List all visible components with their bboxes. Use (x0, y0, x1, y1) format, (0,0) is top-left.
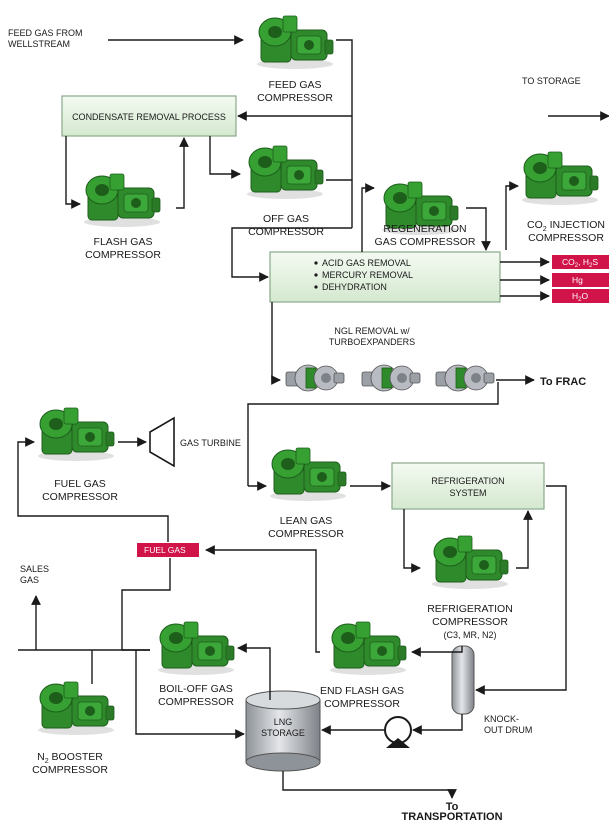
flash-gas-compressor-icon (83, 173, 161, 228)
hg-tag: Hg (552, 273, 609, 287)
lng-storage-label: LNG (274, 717, 293, 727)
flash-gas-compressor-label: FLASH GAS (94, 236, 153, 248)
to-knockout-drum-line (475, 485, 567, 695)
off-gas-discharge-line (326, 179, 353, 228)
off-gas-compressor-icon (246, 145, 324, 200)
n2-booster-compressor-icon (37, 681, 115, 736)
sales-gas-label-2: GAS (20, 575, 39, 585)
knockout-drum-label: KNOCK- (484, 714, 519, 724)
to-transportation-label-2: TRANSPORTATION (401, 811, 502, 822)
to-co2-injection-line (505, 181, 519, 250)
flash-gas-return-line (176, 137, 189, 209)
drum-to-pump-line (412, 714, 463, 735)
feed-gas-compressor-label: FEED GAS (268, 79, 321, 91)
condensate-to-flash-line (65, 136, 81, 209)
lean-gas-compressor-icon (269, 447, 347, 502)
fuel-gas-compressor-label: FUEL GAS (54, 478, 106, 490)
regeneration-return-line (466, 207, 491, 251)
boil-off-gas-compressor-label: BOIL-OFF GAS (159, 683, 233, 695)
refrigeration-compressor-label: REFRIGERATION (427, 603, 513, 615)
refrigeration-compressor-icon (431, 535, 509, 590)
h2o-tag: H2O (552, 289, 609, 303)
co2-injection-compressor-icon (521, 151, 599, 206)
feed-gas-from-wellstream-label: FEED GAS FROM (8, 28, 83, 38)
boil-off-line (237, 643, 271, 700)
turboexpander-1-icon (285, 364, 345, 392)
n2-booster-compressor-label-2: COMPRESSOR (32, 764, 108, 776)
end-flash-gas-compressor-label-2: COMPRESSOR (324, 698, 400, 710)
lng-pump-icon (384, 716, 412, 748)
sales-gas-label: SALES (20, 564, 49, 574)
flash-gas-compressor-label-2: COMPRESSOR (85, 249, 161, 261)
refrigerant-to-compressor-line (403, 509, 421, 573)
fuel-gas-to-compressor-line (17, 437, 169, 542)
end-flash-gas-compressor-label: END FLASH GAS (320, 685, 404, 697)
end-flash-gas-compressor-icon (329, 621, 407, 676)
co2-injection-compressor-label: CO2 INJECTION (527, 219, 605, 233)
flash-to-end-flash-line (411, 646, 463, 657)
n2-booster-compressor-label: N2 BOOSTER (37, 751, 103, 765)
condensate-removal-box (61, 95, 237, 137)
off-gas-compressor-label: OFF GAS (263, 213, 309, 225)
regeneration-gas-compressor-label: REGENERATION (383, 223, 466, 235)
treatment-item-dehydration: DEHYDRATION (322, 282, 387, 292)
svg-text:Hg: Hg (572, 275, 583, 285)
off-gas-compressor-label-2: COMPRESSOR (248, 226, 324, 238)
refrigeration-system-label: REFRIGERATION (431, 476, 504, 486)
lng-storage-tank-icon (245, 690, 321, 772)
residue-gas-line (247, 382, 499, 486)
gas-turbine-icon (149, 416, 175, 468)
to-transportation-label: To (446, 801, 459, 813)
co2-injection-compressor-label-2: COMPRESSOR (528, 232, 604, 244)
lng-storage-label-2: STORAGE (261, 728, 305, 738)
to-treatment-line (231, 227, 352, 282)
knockout-drum-icon (451, 645, 475, 715)
co2-h2s-tag: CO2, H2S (552, 255, 609, 269)
to-frac-label: To FRAC (540, 376, 586, 388)
to-storage-label: TO STORAGE (522, 76, 581, 86)
svg-text:CO2, H2S: CO2, H2S (562, 257, 598, 269)
feed-gas-from-wellstream-label-2: WELLSTREAM (8, 39, 70, 49)
refrigeration-system-box (391, 462, 545, 510)
condensate-removal-label: CONDENSATE REMOVAL PROCESS (72, 112, 226, 122)
feed-gas-compressor-label-2: COMPRESSOR (257, 92, 333, 104)
lean-gas-compressor-label: LEAN GAS (280, 515, 333, 527)
treatment-item-mercury: MERCURY REMOVAL (322, 270, 413, 280)
to-lng-storage-line (135, 650, 245, 739)
end-flash-to-fuel-gas-line (205, 545, 320, 653)
refrigerants-label: (C3, MR, N2) (443, 630, 496, 640)
refrigeration-compressor-label-2: COMPRESSOR (432, 616, 508, 628)
gas-treatment-box (269, 251, 501, 303)
treatment-item-acid-gas: ACID GAS REMOVAL (322, 258, 411, 268)
fuel-gas-compressor-icon (37, 407, 115, 462)
feed-compressor-discharge-line (336, 39, 353, 180)
gas-turbine-label: GAS TURBINE (180, 438, 241, 448)
ngl-removal-label-2: TURBOEXPANDERS (329, 337, 415, 347)
feed-gas-compressor-icon (256, 15, 334, 70)
to-transportation-line (282, 771, 457, 799)
lean-gas-compressor-label-2: COMPRESSOR (268, 528, 344, 540)
boil-off-gas-compressor-icon (157, 621, 235, 676)
refrigerant-return-line (516, 510, 533, 569)
to-regeneration-line (361, 183, 375, 252)
condensate-to-off-gas-line (209, 136, 241, 179)
fuel-gas-compressor-label-2: COMPRESSOR (42, 491, 118, 503)
refrigeration-system-label-2: SYSTEM (449, 488, 486, 498)
svg-text:FUEL GAS: FUEL GAS (144, 545, 186, 555)
ngl-removal-label: NGL REMOVAL w/ (334, 326, 410, 336)
boil-off-gas-compressor-label-2: COMPRESSOR (158, 696, 234, 708)
knockout-drum-label-2: OUT DRUM (484, 725, 532, 735)
to-turboexpanders-line (271, 302, 281, 385)
turboexpander-3-icon (435, 364, 495, 392)
regeneration-gas-compressor-label-2: GAS COMPRESSOR (375, 236, 476, 248)
fuel-gas-tag: FUEL GAS (137, 543, 199, 557)
turboexpander-2-icon (361, 364, 421, 392)
svg-text:H2O: H2O (572, 291, 588, 303)
